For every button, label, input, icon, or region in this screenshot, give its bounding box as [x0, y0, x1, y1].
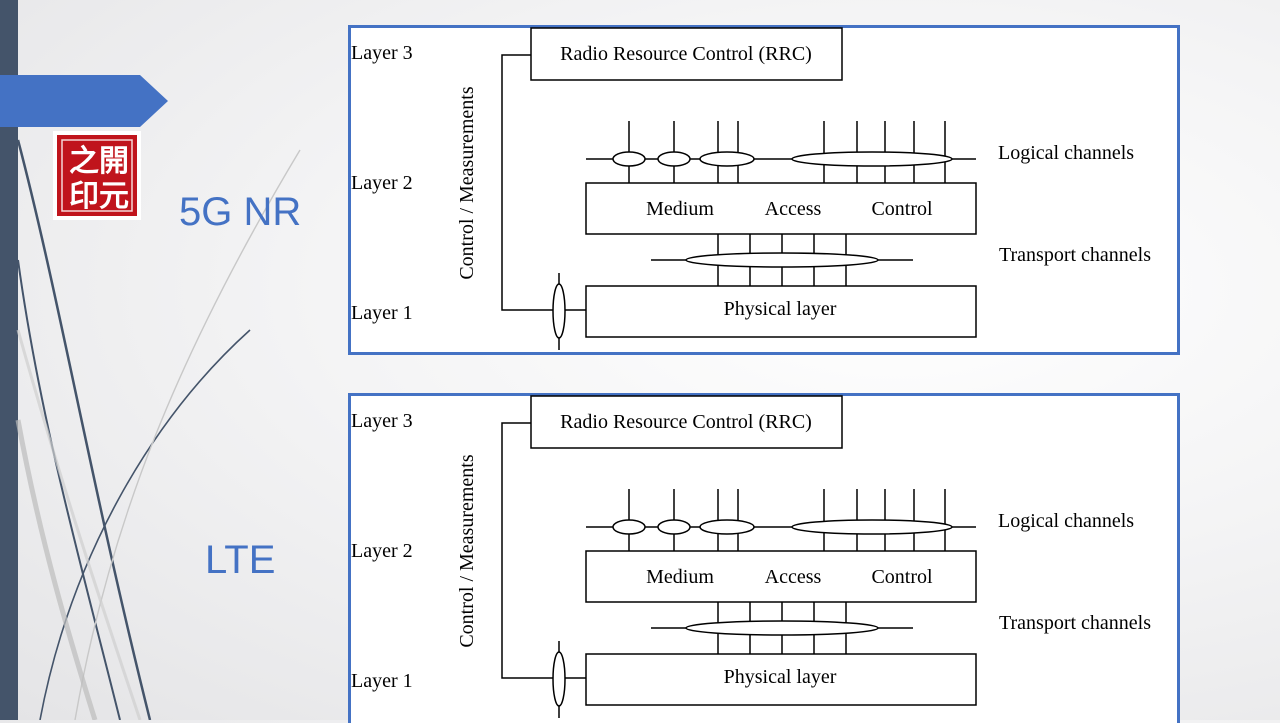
logical-channels-label: Logical channels — [998, 142, 1134, 164]
layer1-label: Layer 1 — [351, 302, 413, 324]
svg-text:之: 之 — [69, 144, 99, 178]
transport-channels-label: Transport channels — [999, 244, 1151, 266]
control-sap-ellipse — [553, 284, 565, 338]
5g-nr-protocol-diagram: Layer 3 Layer 2 Layer 1 Control / Measur… — [348, 25, 1180, 355]
control-measurements-label: Control / Measurements — [456, 454, 478, 648]
control-measurements-label: Control / Measurements — [456, 86, 478, 280]
transport-channels-label: Transport channels — [999, 612, 1151, 634]
rrc-label: Radio Resource Control (RRC) — [560, 411, 812, 433]
physical-layer-label: Physical layer — [724, 666, 837, 688]
layer1-label: Layer 1 — [351, 670, 413, 692]
lte-protocol-diagram: Layer 3 Layer 2 Layer 1 Control / Measur… — [348, 393, 1180, 720]
mac-control-label: Control — [871, 566, 933, 588]
control-sap-ellipse — [553, 652, 565, 706]
svg-text:開: 開 — [99, 145, 129, 178]
layer3-label: Layer 3 — [351, 410, 413, 432]
mac-access-label: Access — [765, 198, 822, 220]
physical-layer-label: Physical layer — [724, 298, 837, 320]
layer3-label: Layer 3 — [351, 42, 413, 64]
5g-nr-label: 5G NR — [179, 190, 301, 234]
rrc-label: Radio Resource Control (RRC) — [560, 43, 812, 65]
svg-text:印: 印 — [69, 180, 99, 213]
mac-access-label: Access — [765, 566, 822, 588]
mac-control-label: Control — [871, 198, 933, 220]
layer2-label: Layer 2 — [351, 540, 413, 562]
seal-stamp-icon: 之 開 印 元 — [53, 131, 141, 220]
mac-medium-label: Medium — [646, 198, 714, 220]
layer2-label: Layer 2 — [351, 172, 413, 194]
logical-channels-label: Logical channels — [998, 510, 1134, 532]
lte-label: LTE — [205, 538, 275, 582]
transport-channel-sap-ellipse — [686, 253, 878, 267]
svg-text:元: 元 — [99, 180, 129, 213]
mac-medium-label: Medium — [646, 566, 714, 588]
transport-channel-sap-ellipse — [686, 621, 878, 635]
arrow-banner — [0, 75, 168, 127]
